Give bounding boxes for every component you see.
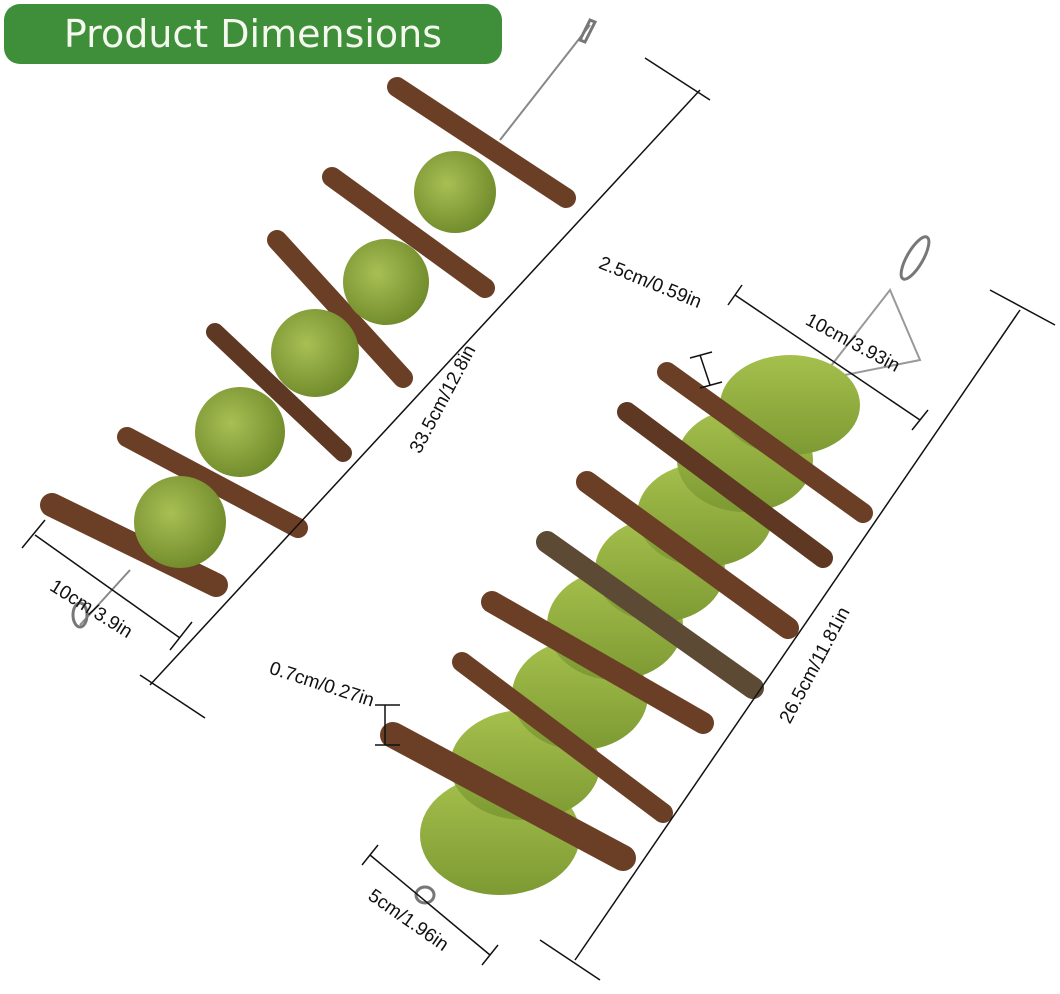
- hanging-wire: [499, 24, 591, 141]
- right-disc-width-label: 5cm/1.96in: [364, 885, 452, 956]
- sticks: [40, 77, 576, 597]
- hanging-wire: [817, 288, 922, 382]
- right-thickness-label: 2.5cm/0.59in: [596, 253, 705, 313]
- right-stick-diameter-label: 0.7cm/0.27in: [267, 658, 377, 712]
- right-toy: [380, 235, 931, 905]
- product-dimensions-banner: Product Dimensions: [4, 4, 502, 64]
- dimension-lines: [21, 57, 1056, 981]
- clip-hook-icon: [577, 18, 598, 44]
- hay-balls: [134, 151, 496, 568]
- clip-hook-icon: [899, 235, 931, 281]
- left-length-label: 33.5cm/12.8in: [406, 342, 481, 457]
- left-stick-width-label: 10cm/3.9in: [46, 576, 136, 643]
- sticks: [380, 362, 873, 871]
- end-ring-icon: [414, 885, 436, 905]
- clip-hook-icon: [71, 601, 89, 629]
- left-toy: [40, 18, 598, 629]
